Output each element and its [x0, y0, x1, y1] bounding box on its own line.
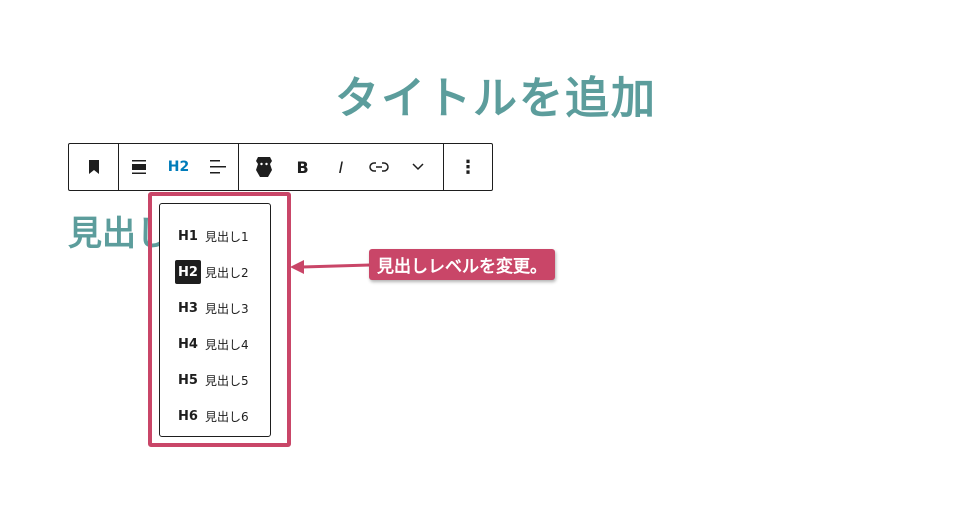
heading-option-h1[interactable]: H1 見出し1 [160, 218, 270, 254]
italic-button[interactable]: I [338, 157, 344, 177]
heading-option-h3[interactable]: H3 見出し3 [160, 290, 270, 326]
heading-option-h6[interactable]: H6 見出し6 [160, 398, 270, 434]
option-label: 見出し4 [205, 337, 249, 352]
link-icon[interactable] [360, 144, 398, 190]
option-label: 見出し5 [205, 373, 249, 388]
more-options-button[interactable]: ⋮ [459, 156, 477, 178]
callout-label: 見出しレベルを変更。 [369, 249, 555, 280]
bold-button[interactable]: B [296, 157, 309, 177]
heading-option-h4[interactable]: H4 見出し4 [160, 326, 270, 362]
heading-option-h5[interactable]: H5 見出し5 [160, 362, 270, 398]
block-toolbar: H2 B I ⋮ [68, 143, 493, 191]
level-badge: H3 [178, 300, 198, 316]
arrow-icon [290, 260, 371, 274]
bookmark-icon[interactable] [69, 144, 118, 190]
option-label: 見出し1 [205, 229, 249, 244]
align-left-icon[interactable] [198, 144, 238, 190]
level-badge: H1 [178, 228, 198, 244]
heading-level-button[interactable]: H2 [167, 159, 190, 175]
post-title[interactable]: タイトルを追加 [335, 73, 657, 124]
chevron-down-icon[interactable] [399, 144, 437, 190]
level-badge: H5 [178, 372, 198, 388]
gorilla-icon[interactable] [245, 144, 283, 190]
option-label: 見出し6 [205, 409, 249, 424]
level-badge: H6 [178, 408, 198, 424]
align-wide-icon[interactable] [119, 144, 159, 190]
level-badge: H4 [178, 336, 198, 352]
heading-block[interactable]: 見出し [68, 214, 170, 254]
highlight-frame [148, 192, 291, 447]
option-label: 見出し3 [205, 301, 249, 316]
heading-option-h2[interactable]: H2 見出し2 [160, 254, 270, 290]
option-label: 見出し2 [205, 265, 249, 280]
level-badge: H2 [175, 260, 201, 284]
